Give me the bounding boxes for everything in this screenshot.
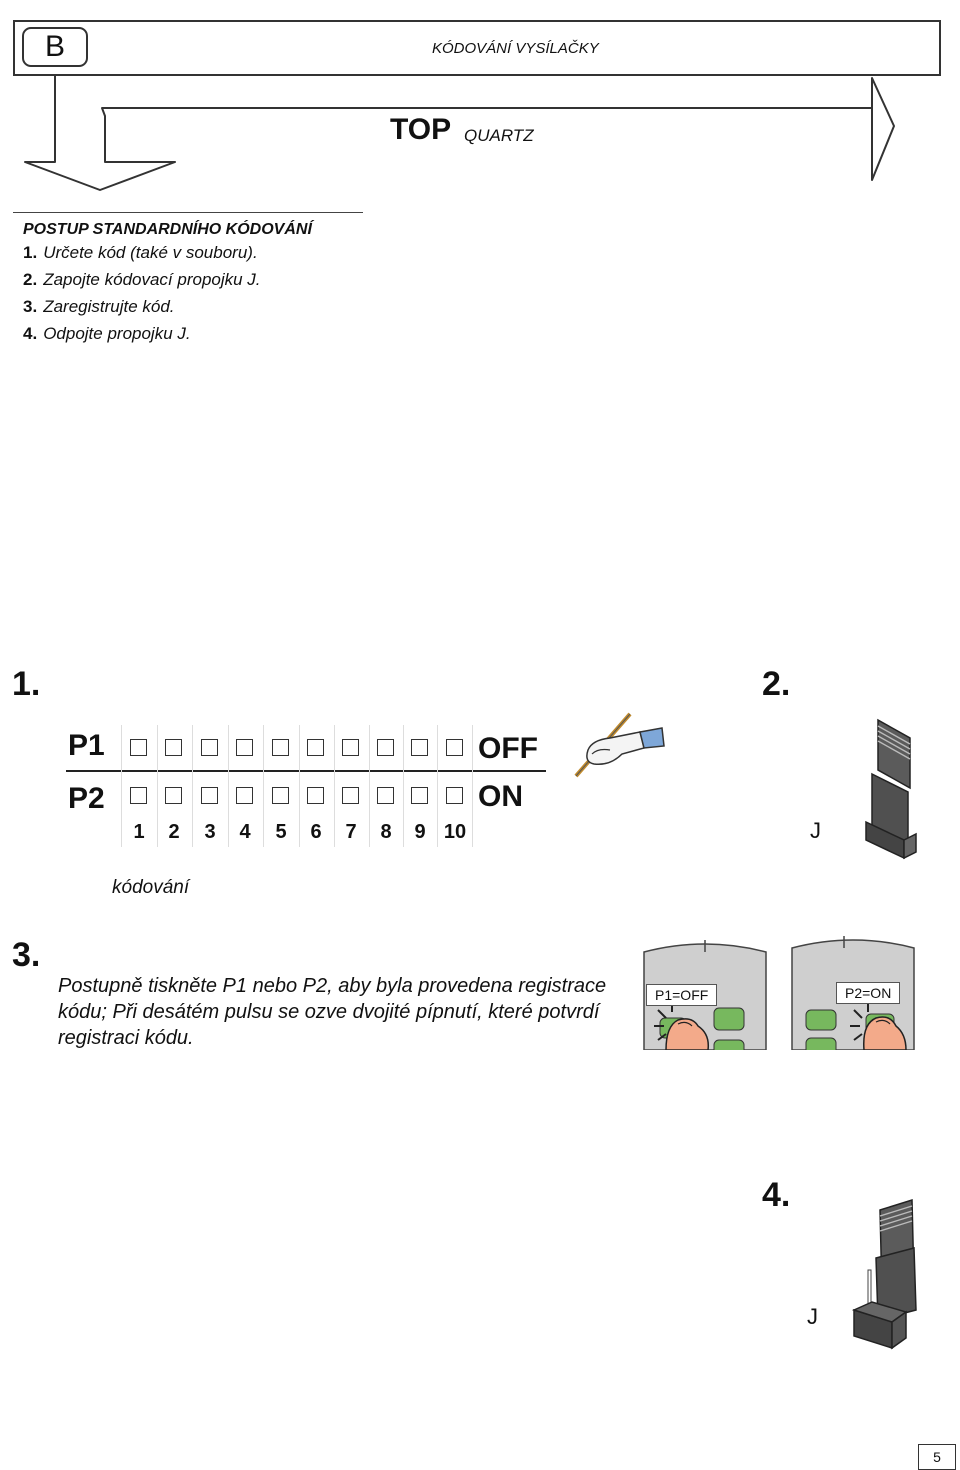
step-2: 2. Zapojte kódovací propojku J. [23,270,261,290]
dip-p1-2[interactable] [165,739,182,756]
figure-3-number: 3. [12,936,41,974]
dip-p1-3[interactable] [201,739,218,756]
dip-p1-1[interactable] [130,739,147,756]
step-text: Určete kód (také v souboru). [43,243,258,262]
step-number: 2. [23,270,38,289]
dip-p1-7[interactable] [342,739,359,756]
dip-p2-3[interactable] [201,787,218,804]
dip-number: 5 [275,821,287,843]
product-name: TOP [390,113,452,146]
step-4: 4. Odpojte propojku J. [23,324,191,344]
dip-row-p2-label: P2 [68,782,105,815]
dip-p2-5[interactable] [272,787,289,804]
dip-p2-1[interactable] [130,787,147,804]
figure-4-number: 4. [762,1176,791,1214]
dip-number: 2 [168,821,180,843]
dip-p2-8[interactable] [377,787,394,804]
figure-2-number: 2. [762,665,791,703]
dip-p2-2[interactable] [165,787,182,804]
dip-p1-4[interactable] [236,739,253,756]
dip-p2-9[interactable] [411,787,428,804]
dip-p2-6[interactable] [307,787,324,804]
dip-divider [66,770,546,772]
step-text: Zapojte kódovací propojku J. [43,270,261,289]
dip-number: 6 [310,821,322,843]
dip-number: 9 [414,821,426,843]
header-box [13,20,941,76]
page-number: 5 [918,1444,956,1470]
dip-p1-9[interactable] [411,739,428,756]
section-letter: B [22,27,88,67]
step-text: Zaregistrujte kód. [43,297,175,316]
jumper-label: J [810,818,821,843]
coding-caption: kódování [112,877,190,898]
remote1-label: P1=OFF [646,984,718,1006]
arrow-graphic [24,76,895,191]
figure-1-number: 1. [12,665,41,703]
procedure-title: POSTUP STANDARDNÍHO KÓDOVÁNÍ [23,221,312,238]
dip-p1-8[interactable] [377,739,394,756]
dip-p1-10[interactable] [446,739,463,756]
dip-p2-10[interactable] [446,787,463,804]
dip-number: 3 [204,821,216,843]
jumper-icon [865,718,917,860]
dip-p2-7[interactable] [342,787,359,804]
header-title: KÓDOVÁNÍ VYSÍLAČKY [432,40,599,57]
dip-number: 10 [443,821,467,843]
steps-divider [13,212,363,213]
remote2-label: P2=ON [836,982,901,1004]
step-3: 3. Zaregistrujte kód. [23,297,175,317]
dip-p2-4[interactable] [236,787,253,804]
product-model: QUARTZ [464,126,534,145]
dip-number: 1 [133,821,145,843]
dip-number: 8 [380,821,392,843]
step-text: Odpojte propojku J. [43,324,191,343]
step-number: 3. [23,297,38,316]
step-number: 1. [23,243,38,262]
dip-number: 7 [345,821,357,843]
dip-p1-5[interactable] [272,739,289,756]
dip-number: 4 [239,821,251,843]
dip-row-p1-label: P1 [68,729,105,762]
step-1: 1. Určete kód (také v souboru). [23,243,258,263]
state-off-label: OFF [478,732,538,765]
jumper-label-4: J [807,1304,818,1329]
jumper-removed-icon [851,1198,917,1350]
step3-instructions: Postupně tiskněte P1 nebo P2, aby byla p… [58,975,607,1049]
step-number: 4. [23,324,38,343]
dip-p1-6[interactable] [307,739,324,756]
writing-hand-icon [574,712,665,778]
state-on-label: ON [478,780,523,813]
